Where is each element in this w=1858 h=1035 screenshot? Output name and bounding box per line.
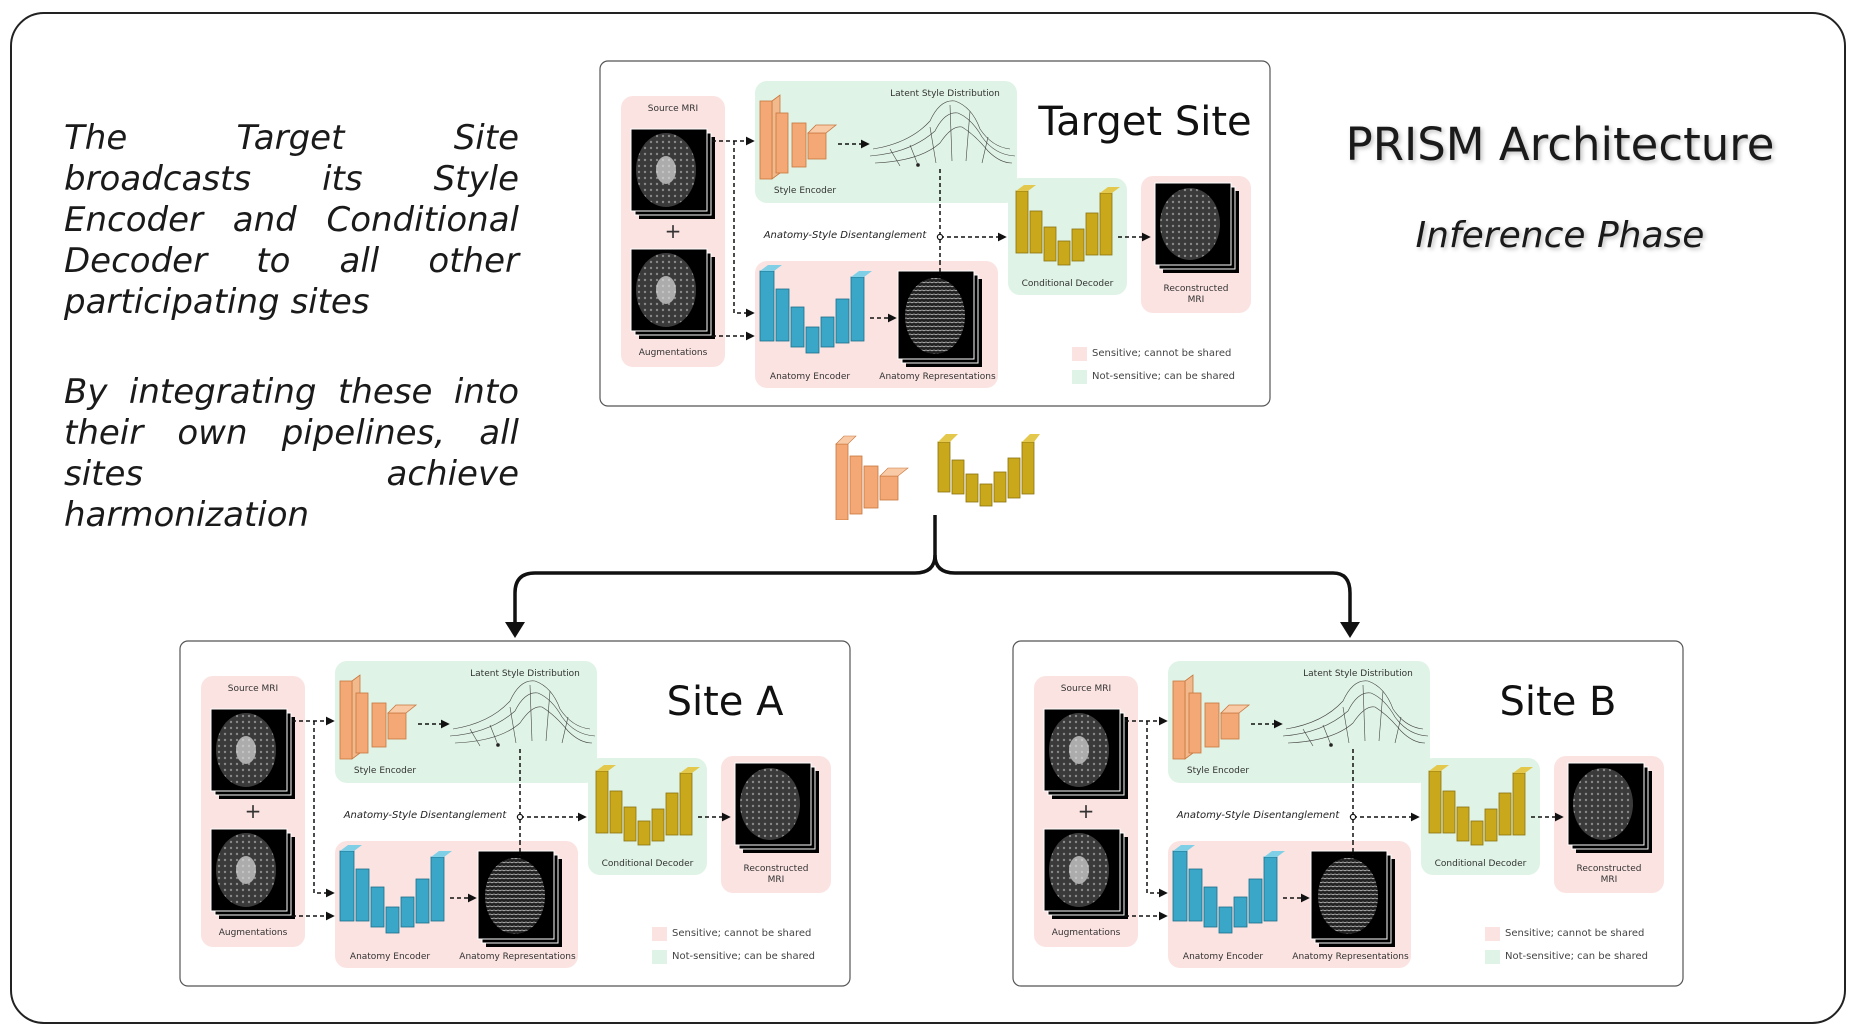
augmentations-label: Augmentations	[1051, 928, 1121, 938]
brain-mri-icon	[1567, 762, 1652, 853]
style-encoder-icon	[759, 94, 838, 180]
disentanglement-label: Anatomy-Style Disentanglement	[1176, 810, 1340, 821]
legend-not-sensitive-label: Not-sensitive; can be shared	[672, 951, 816, 962]
site-title: Site A	[666, 679, 784, 725]
augmentations-label: Augmentations	[638, 348, 708, 358]
brain-mri-icon	[477, 850, 562, 947]
legend-not-sensitive-label: Not-sensitive; can be shared	[1505, 951, 1649, 962]
brain-mri-icon	[630, 248, 715, 339]
gaussian-surface-icon	[869, 100, 1016, 167]
conditional-decoder-label: Conditional Decoder	[1021, 279, 1114, 289]
site-panel	[1012, 640, 1684, 987]
latent-style-label: Latent Style Distribution	[1303, 669, 1413, 679]
reconstructed-label: Reconstructed	[1576, 864, 1642, 874]
slide-frame	[10, 12, 1846, 1024]
reconstructed-label-mri: MRI	[1600, 875, 1618, 885]
style-encoder-icon	[835, 435, 909, 520]
brain-mri-icon	[1043, 828, 1128, 919]
anatomy-representations-label: Anatomy Representations	[1292, 952, 1409, 962]
legend-sensitive-label: Sensitive; cannot be shared	[672, 928, 812, 939]
gaussian-surface-icon	[1282, 680, 1429, 747]
conditional-decoder-icon	[937, 434, 1040, 507]
harmonization-text: By integrating these into their own pipe…	[64, 372, 519, 535]
site-panel-labels: Site B Source MRI + Augmentations Latent Sty…	[1013, 641, 1683, 986]
source-mri-label: Source MRI	[227, 684, 279, 694]
legend-sensitive-label: Sensitive; cannot be shared	[1505, 928, 1645, 939]
reconstructed-label-mri: MRI	[767, 875, 785, 885]
style-encoder-label: Style Encoder	[1186, 766, 1250, 776]
anatomy-encoder-label: Anatomy Encoder	[1182, 952, 1264, 962]
conditional-decoder-icon	[1015, 185, 1120, 266]
site-title: Site B	[1499, 679, 1617, 725]
reconstructed-label: Reconstructed	[743, 864, 809, 874]
site-panel-labels: Site A Source MRI + Augmentations Latent Sty…	[180, 641, 850, 986]
phase-subtitle: Inference Phase	[1415, 215, 1705, 256]
style-encoder-label: Style Encoder	[773, 186, 837, 196]
shared-modules	[835, 434, 1040, 520]
latent-style-label: Latent Style Distribution	[470, 669, 580, 679]
style-encoder-icon	[339, 674, 418, 760]
anatomy-representations-label: Anatomy Representations	[879, 372, 996, 382]
site-panel	[599, 60, 1271, 407]
reconstructed-label-mri: MRI	[1187, 295, 1205, 305]
conditional-decoder-icon	[595, 765, 700, 846]
source-mri-label: Source MRI	[1060, 684, 1112, 694]
augmentations-label: Augmentations	[218, 928, 288, 938]
broadcast-text: The Target Site broadcasts its Style Enc…	[64, 118, 519, 322]
style-encoder-label: Style Encoder	[353, 766, 417, 776]
page-title: PRISM Architecture	[1345, 118, 1775, 171]
plus-sign: +	[244, 799, 262, 823]
brain-mri-icon	[1043, 708, 1128, 799]
disentanglement-label: Anatomy-Style Disentanglement	[343, 810, 507, 821]
site-panel	[179, 640, 851, 987]
brain-mri-icon	[734, 762, 819, 853]
reconstructed-label: Reconstructed	[1163, 284, 1229, 294]
brain-mri-icon	[630, 128, 715, 219]
brain-mri-icon	[210, 708, 295, 799]
conditional-decoder-label: Conditional Decoder	[1434, 859, 1527, 869]
site-panel-labels: Target Site Source MRI + Augmentations Laten…	[600, 61, 1270, 406]
anatomy-encoder-label: Anatomy Encoder	[349, 952, 431, 962]
plus-sign: +	[1077, 799, 1095, 823]
brain-mri-icon	[897, 270, 982, 367]
anatomy-encoder-icon	[339, 845, 452, 934]
style-encoder-icon	[1172, 674, 1251, 760]
brain-mri-icon	[1310, 850, 1395, 947]
gaussian-surface-icon	[449, 680, 596, 747]
site-title: Target Site	[1038, 99, 1252, 145]
legend-not-sensitive-label: Not-sensitive; can be shared	[1092, 371, 1236, 382]
conditional-decoder-label: Conditional Decoder	[601, 859, 694, 869]
disentanglement-label: Anatomy-Style Disentanglement	[763, 230, 927, 241]
legend-sensitive-label: Sensitive; cannot be shared	[1092, 348, 1232, 359]
conditional-decoder-icon	[1428, 765, 1533, 846]
latent-style-label: Latent Style Distribution	[890, 89, 1000, 99]
anatomy-encoder-label: Anatomy Encoder	[769, 372, 851, 382]
anatomy-encoder-icon	[1172, 845, 1285, 934]
anatomy-encoder-icon	[759, 265, 872, 354]
brain-mri-icon	[210, 828, 295, 919]
anatomy-representations-label: Anatomy Representations	[459, 952, 576, 962]
brain-mri-icon	[1154, 182, 1239, 273]
plus-sign: +	[664, 219, 682, 243]
source-mri-label: Source MRI	[647, 104, 699, 114]
